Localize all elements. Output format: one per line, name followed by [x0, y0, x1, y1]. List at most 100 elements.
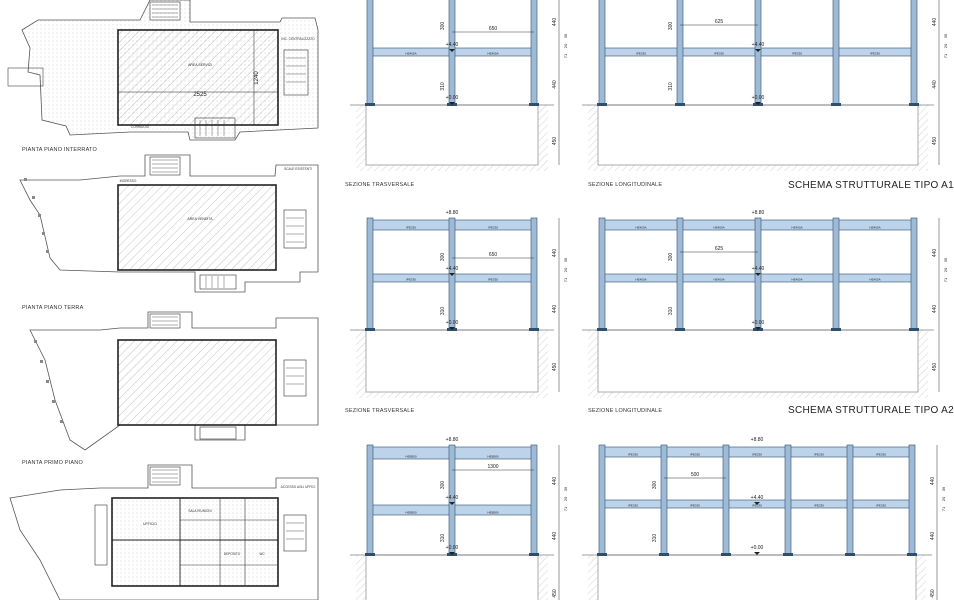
beam-section-label: HEB500: [487, 511, 499, 515]
soil-hatch: [356, 555, 366, 605]
section-label-trans-1: SEZIONE TRASVERSALE: [345, 182, 415, 188]
elevation-marker: [449, 327, 455, 330]
column-base-plate: [659, 553, 669, 556]
column: [530, 217, 538, 331]
column-base-plate: [597, 553, 607, 556]
soil-hatch: [538, 555, 548, 605]
column: [598, 217, 606, 331]
small-dimension-label: 71: [563, 53, 568, 58]
column-base-plate: [907, 553, 917, 556]
foundation-pit: [597, 554, 917, 605]
beam-section-label: HE400A: [487, 52, 498, 56]
section-label-long-2: SEZIONE LONGITUDINALE: [588, 408, 663, 414]
small-dimension-label: 71: [943, 277, 948, 282]
beam-section-label: HEB500: [405, 511, 417, 515]
column: [910, 0, 918, 106]
plan-label-first: PIANTA PRIMO PIANO: [22, 460, 83, 466]
column-base-plate: [909, 103, 919, 106]
beam-section-label: HE400A: [791, 278, 802, 282]
elevation-ground-label: +0.00: [446, 545, 459, 551]
floor-height-label: 440: [932, 249, 938, 258]
floor-height-label: 440: [552, 80, 558, 89]
span-dimension-label: 650: [489, 252, 498, 258]
floor-height-label: 440: [552, 249, 558, 258]
small-dimension-label: 39: [941, 486, 946, 491]
small-dimension-label: 20: [943, 267, 948, 272]
corridor-label: CORRIDOIO: [131, 125, 150, 129]
beam-section-label: IPE330: [690, 504, 700, 508]
beam-section-label: HEB500: [487, 455, 499, 459]
soil-hatch: [356, 165, 548, 171]
column: [676, 0, 684, 106]
floor-height-label: 440: [552, 477, 558, 486]
floor-height-label: 440: [552, 305, 558, 314]
small-dimension-label: 20: [563, 43, 568, 48]
scheme-title-a1: SCHEMA STRUTTURALE TIPO A1: [788, 180, 954, 191]
height-lower-label: 310: [440, 82, 446, 91]
soil-hatch: [588, 555, 598, 605]
beam-section-label: IPE330: [628, 453, 638, 457]
foundation-depth-label: 450: [930, 589, 936, 598]
plan-ground: [19, 154, 319, 293]
soil-hatch: [538, 330, 548, 392]
soil-hatch: [588, 165, 928, 171]
column: [366, 0, 374, 106]
beam-section-label: IPE330: [752, 453, 762, 457]
foundation-pit: [365, 104, 539, 166]
elevation-ground-label: +0.00: [752, 320, 765, 326]
span-dimension-label: 625: [715, 19, 724, 25]
beam-section-label: HE400A: [405, 52, 416, 56]
small-dimension-label: 20: [943, 43, 948, 48]
beam-section-label: IPE330: [488, 226, 498, 230]
column: [598, 0, 606, 106]
elevation-marker: [449, 273, 455, 276]
beam-section-label: IPE330: [792, 52, 802, 56]
floor-height-label: 440: [932, 18, 938, 27]
column-base-plate: [831, 328, 841, 331]
small-dimension-label: 71: [941, 506, 946, 511]
column-base-plate: [845, 553, 855, 556]
small-dimension-label: 39: [563, 257, 568, 262]
height-lower-label: 310: [440, 307, 446, 316]
beam-section-label: IPE330: [406, 226, 416, 230]
small-dimension-label: 39: [943, 33, 948, 38]
elevation-marker: [449, 552, 455, 555]
column-base-plate: [529, 103, 539, 106]
elevation-top-label: +8.80: [446, 437, 459, 443]
elevation-marker: [449, 502, 455, 505]
column: [846, 444, 854, 556]
column-base-plate: [529, 553, 539, 556]
beam-section-label: IPE330: [814, 453, 824, 457]
beam-section-label: IPE330: [690, 453, 700, 457]
plan-label-basement: PIANTA PIANO INTERRATO: [22, 147, 97, 153]
soil-hatch: [588, 105, 598, 165]
column: [530, 0, 538, 106]
service-area-label: AREA VENDITA: [187, 217, 213, 221]
small-dimension-label: 39: [943, 257, 948, 262]
column-base-plate: [783, 553, 793, 556]
floor-height-label: 440: [932, 305, 938, 314]
section-label-trans-2: SEZIONE TRASVERSALE: [345, 408, 415, 414]
small-dimension-label: 20: [563, 496, 568, 501]
column-base-plate: [529, 328, 539, 331]
column: [366, 444, 374, 556]
access-offices-label: ACCESSO AGLI UFFICI: [281, 485, 316, 489]
height-upper-label: 300: [440, 253, 446, 262]
beam-section-label: IPE330: [406, 278, 416, 282]
span-dimension-label: 625: [715, 246, 724, 252]
soil-hatch: [538, 105, 548, 165]
height-upper-label: 300: [668, 253, 674, 262]
soil-hatch: [916, 555, 926, 605]
elevation-ground-label: +0.00: [446, 95, 459, 101]
beam-section-label: IPE330: [870, 52, 880, 56]
height-lower-label: 310: [440, 534, 446, 543]
floor-height-label: 440: [932, 80, 938, 89]
floor-height-label: 440: [552, 532, 558, 541]
beam-section-label: HE400A: [869, 226, 880, 230]
floor-plans-drawing: AREA SERVIZI 2525 1240 INC. CENTRALIZZAT…: [7, 0, 319, 601]
elevation-ground-label: +0.00: [752, 95, 765, 101]
basement-hall-width: 2525: [193, 92, 207, 98]
elevation-marker: [754, 502, 760, 505]
column: [660, 444, 668, 556]
